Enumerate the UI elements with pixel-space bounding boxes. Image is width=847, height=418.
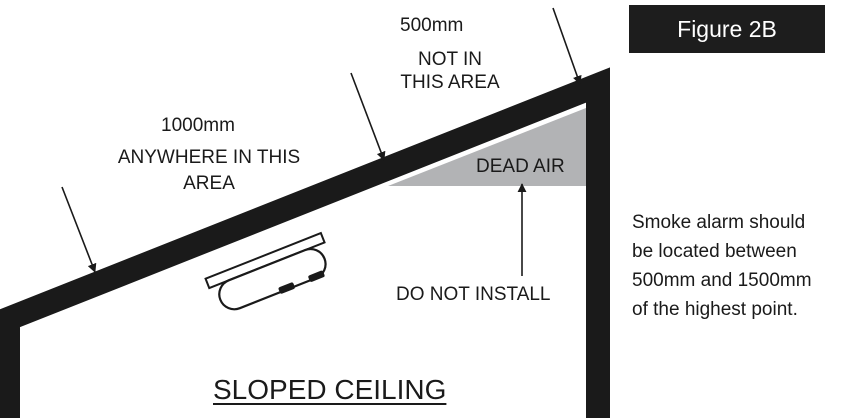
dead-air-label: DEAD AIR bbox=[476, 156, 565, 177]
figure-label: Figure 2B bbox=[629, 5, 825, 53]
not-in-area-label: NOT IN THIS AREA bbox=[389, 48, 511, 94]
do-not-install-label: DO NOT INSTALL bbox=[396, 284, 551, 305]
note-line-2: be located between bbox=[632, 241, 797, 262]
anywhere-in-area-label: ANYWHERE IN THIS AREA bbox=[98, 145, 320, 197]
arrow-icon-1000mm-lower bbox=[61, 186, 97, 273]
arrow-icon-1000mm-upper bbox=[350, 72, 386, 161]
note-line-3: 500mm and 1500mm bbox=[632, 270, 812, 291]
not-in-area-line2: THIS AREA bbox=[400, 72, 500, 93]
diagram-title: SLOPED CEILING bbox=[213, 374, 447, 405]
room-walls bbox=[0, 67, 610, 418]
note-line-1: Smoke alarm should bbox=[632, 212, 806, 233]
dead-air-region bbox=[388, 108, 586, 186]
distance-500mm-label: 500mm bbox=[400, 15, 464, 36]
placement-note: Smoke alarm should be located between 50… bbox=[632, 208, 812, 324]
distance-1000mm-label: 1000mm bbox=[161, 115, 235, 136]
anywhere-line1: ANYWHERE IN THIS bbox=[117, 147, 301, 168]
arrow-icon-500mm bbox=[552, 7, 582, 85]
note-line-4: of the highest point. bbox=[632, 299, 798, 320]
smoke-alarm-icon bbox=[204, 231, 327, 311]
not-in-area-line1: NOT IN bbox=[417, 49, 483, 70]
anywhere-line2: AREA bbox=[183, 173, 235, 194]
